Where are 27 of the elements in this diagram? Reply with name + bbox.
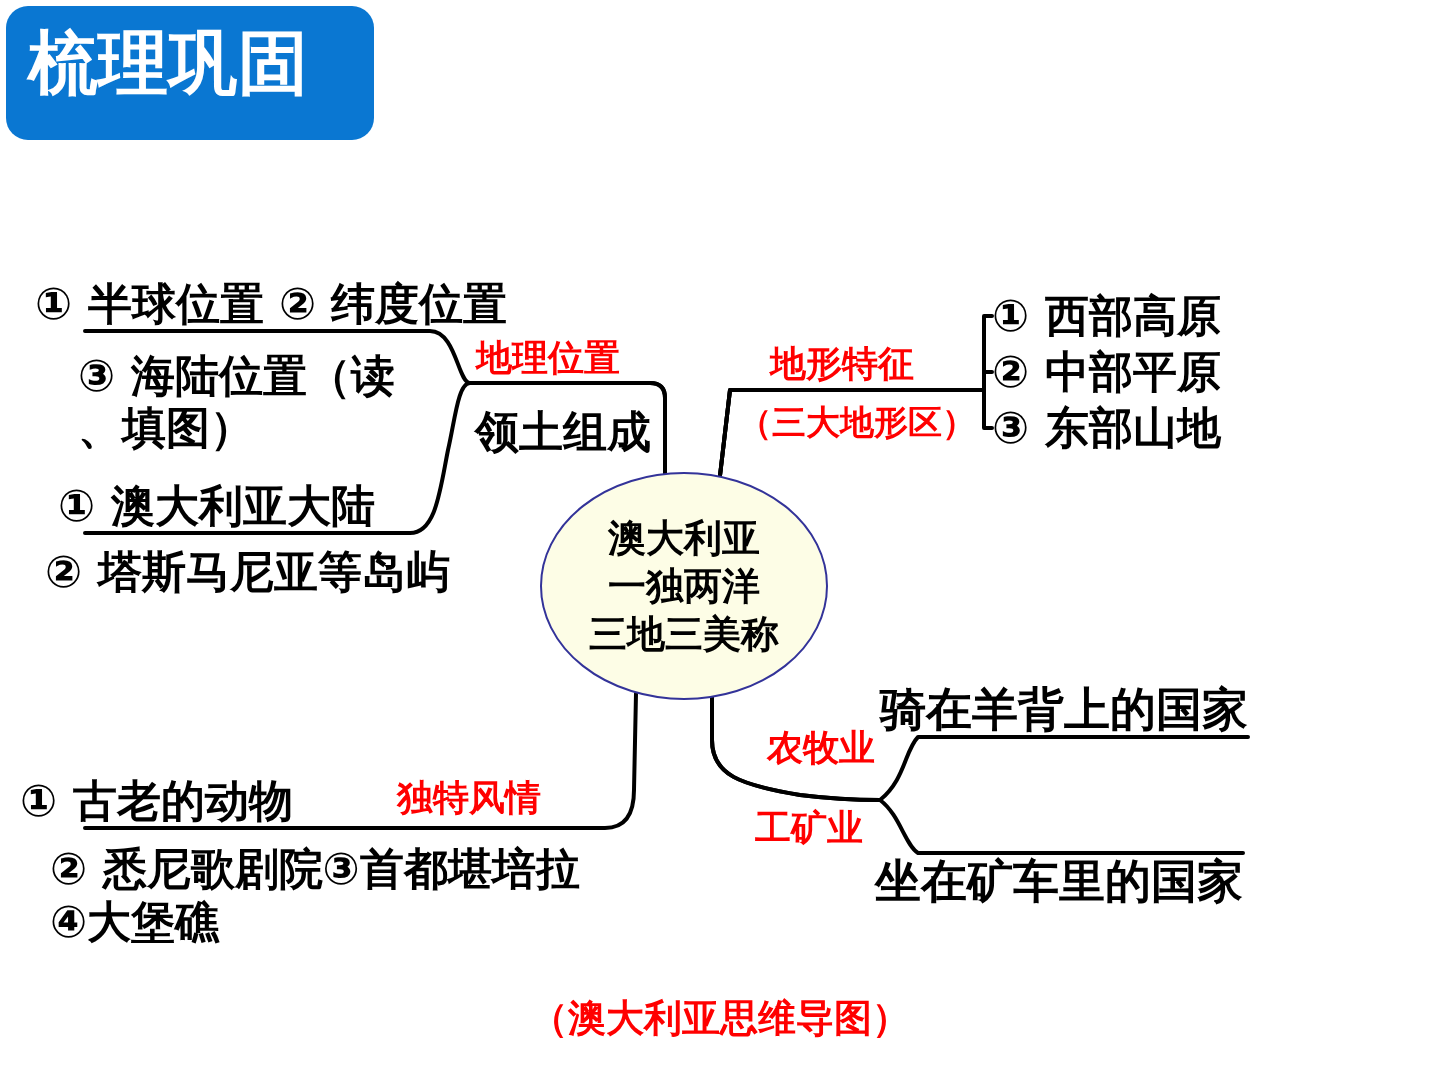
leaf-text: ① 澳大利亚大陆 — [58, 482, 375, 530]
topic-ellipse — [540, 472, 828, 700]
topic-text: 一独两洋 — [608, 563, 760, 610]
leaf-text: ② 中部平原 — [992, 348, 1221, 396]
leaf-text: 坐在矿车里的国家 — [875, 856, 1243, 906]
topic-text: 三地三美称 — [589, 611, 779, 658]
leaf-text: 骑在羊背上的国家 — [880, 684, 1248, 734]
edge-label: 农牧业 — [767, 728, 875, 768]
leaf-text: ① 古老的动物 — [20, 777, 293, 825]
title-text: 梳理巩固 — [28, 23, 308, 103]
edge-label: 地形特征 — [770, 344, 914, 384]
leaf-text: ① 半球位置 ② 纬度位置 — [35, 280, 508, 328]
edge-label: 独特风情 — [397, 778, 541, 818]
caption-text: （澳大利亚思维导图） — [530, 995, 910, 1041]
list-item-text: ② 塔斯马尼亚等岛屿 — [45, 548, 450, 596]
leaf-text: ③ 东部山地 — [992, 404, 1221, 452]
edge-label: 地理位置 — [476, 338, 620, 378]
connector-line — [718, 388, 994, 478]
list-item-text: ② 悉尼歌剧院③首都堪培拉④大堡礁 — [50, 842, 581, 948]
connector-line — [83, 691, 638, 830]
connector-line — [83, 381, 667, 535]
connector-line — [710, 695, 1245, 855]
topic-text: 澳大利亚 — [608, 515, 760, 562]
edge-label: 领土组成 — [475, 408, 651, 456]
list-item-text: ③ 海陆位置（读、填图） — [78, 350, 396, 454]
leaf-text: ① 西部高原 — [992, 292, 1221, 340]
edge-label: 工矿业 — [755, 808, 863, 848]
